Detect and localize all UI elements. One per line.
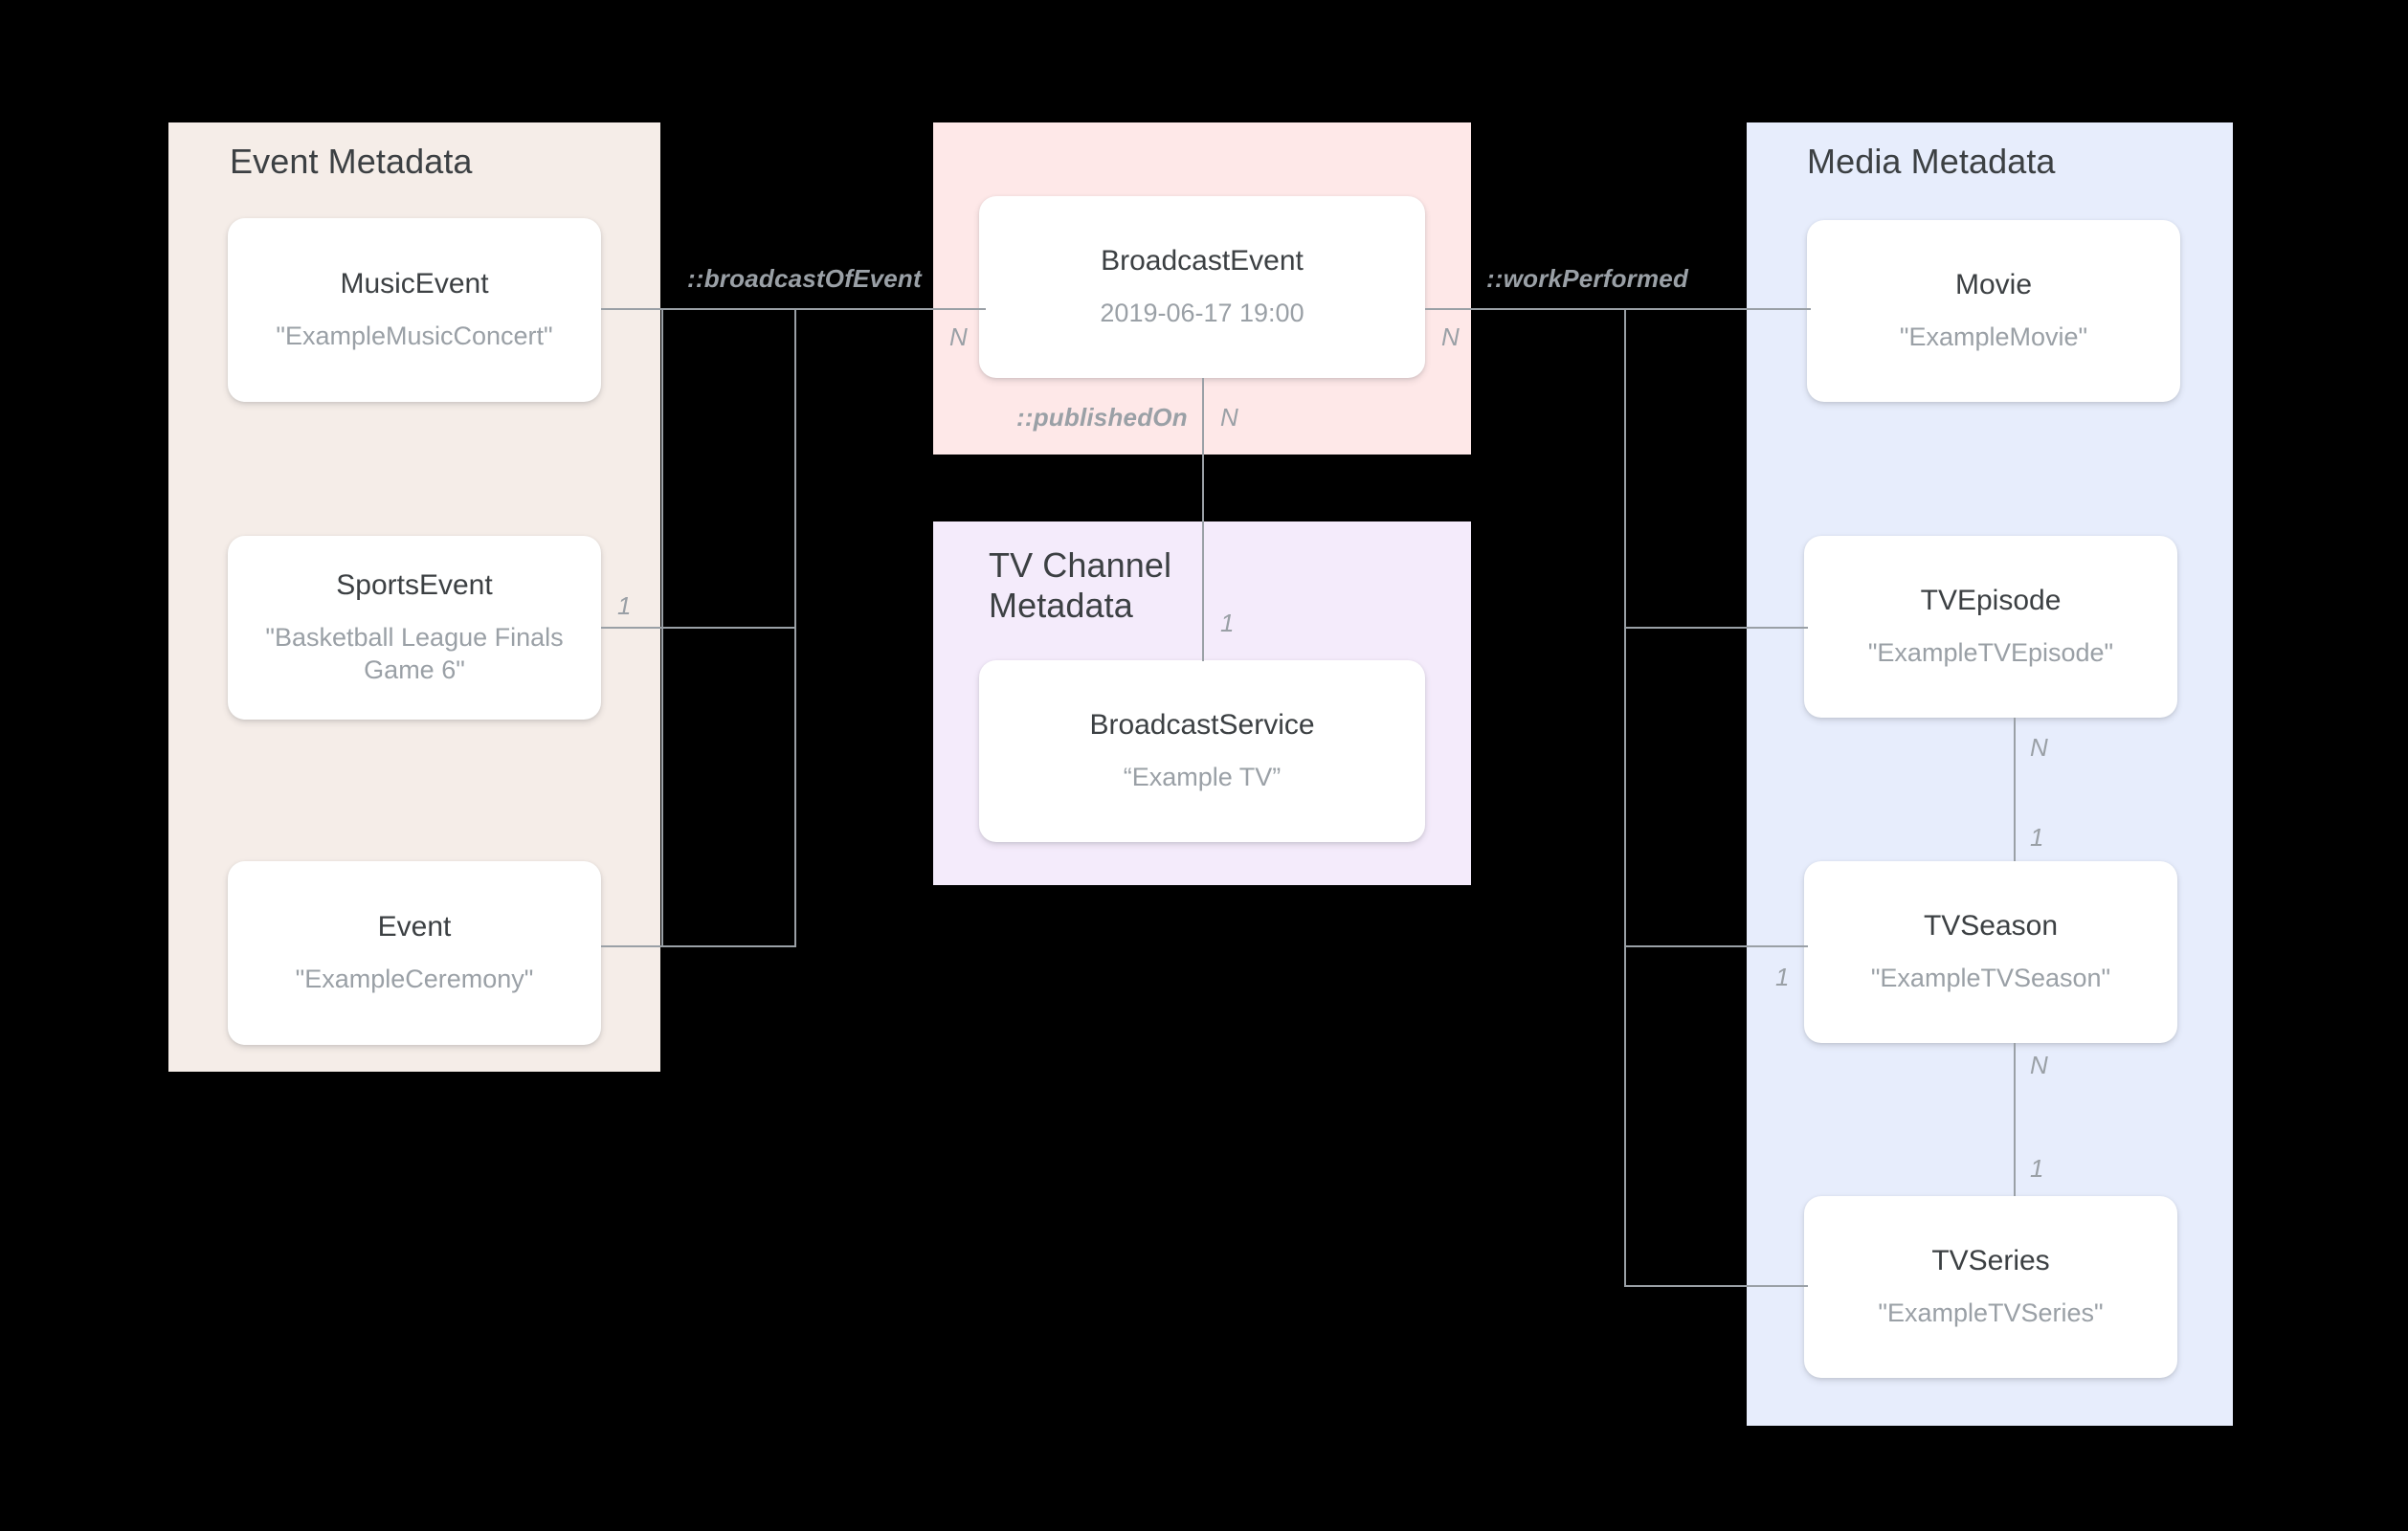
edge-broadcast-event-right-stub [1425, 308, 1626, 310]
edge-media-bus-vertical [1624, 308, 1626, 1285]
card-tv-series[interactable]: TVSeries "ExampleTVSeries" [1804, 1196, 2177, 1378]
card-title: Movie [1954, 269, 2033, 301]
card-value: "ExampleMovie" [1899, 322, 2088, 352]
edge-to-broadcast-event [794, 308, 986, 310]
card-value: "ExampleTVSeason" [1870, 964, 2111, 993]
edge-label-work-performed: ::workPerformed [1486, 264, 1689, 293]
edge-to-movie [1624, 308, 1811, 310]
edge-published-on-vertical [1202, 378, 1204, 661]
cardinality-tv-season-1: 1 [2030, 823, 2044, 852]
card-broadcast-event[interactable]: BroadcastEvent 2019-06-17 19:00 [979, 196, 1425, 378]
card-title: BroadcastService [1089, 709, 1315, 742]
card-title: Event [377, 911, 452, 943]
edge-label-broadcast-of-event: ::broadcastOfEvent [687, 264, 922, 293]
cardinality-broadcast-event-left: N [949, 322, 968, 351]
edge-label-published-on: ::publishedOn [1016, 403, 1188, 432]
card-title: TVEpisode [1920, 585, 2062, 617]
panel-title-tv-channel-metadata: TV Channel Metadata [989, 545, 1172, 626]
card-tv-episode[interactable]: TVEpisode "ExampleTVEpisode" [1804, 536, 2177, 718]
edge-event-bus-top-run [661, 308, 796, 310]
cardinality-broadcast-service: 1 [1220, 609, 1235, 637]
cardinality-tv-series-1: 1 [2030, 1154, 2044, 1183]
card-value: "ExampleCeremony" [295, 965, 534, 994]
card-title: TVSeries [1931, 1245, 2050, 1277]
panel-title-event-metadata: Event Metadata [230, 142, 473, 181]
edge-event-bus-mid-run [661, 627, 796, 629]
card-event[interactable]: Event "ExampleCeremony" [228, 861, 601, 1045]
edge-to-tv-season [1624, 945, 1808, 947]
card-value: “Example TV” [1123, 763, 1282, 792]
panel-title-media-metadata: Media Metadata [1807, 142, 2056, 181]
edge-event-riser-vertical [794, 308, 796, 947]
edge-event-bus-bottom-run [661, 945, 796, 947]
card-sports-event[interactable]: SportsEvent "Basketball League Finals Ga… [228, 536, 601, 720]
card-tv-season[interactable]: TVSeason "ExampleTVSeason" [1804, 861, 2177, 1043]
card-value: "Basketball League Finals Game 6" [265, 623, 564, 684]
edge-event-stub [601, 945, 663, 947]
card-title: TVSeason [1923, 910, 2059, 943]
cardinality-tv-season-left: 1 [1775, 963, 1790, 991]
card-value: "ExampleTVEpisode" [1867, 638, 2114, 668]
card-broadcast-service[interactable]: BroadcastService “Example TV” [979, 660, 1425, 842]
card-title: BroadcastEvent [1101, 245, 1304, 277]
cardinality-published-on-n: N [1220, 403, 1238, 432]
edge-music-event-stub [601, 308, 663, 310]
edge-tv-episode-to-tv-season [2014, 718, 2016, 861]
card-music-event[interactable]: MusicEvent "ExampleMusicConcert" [228, 218, 601, 402]
cardinality-tv-episode-n: N [2030, 733, 2048, 762]
card-value: 2019-06-17 19:00 [1100, 299, 1304, 328]
cardinality-broadcast-event-right: N [1441, 322, 1460, 351]
card-value: "ExampleTVSeries" [1878, 1298, 2104, 1328]
cardinality-tv-season-n: N [2030, 1051, 2048, 1079]
edge-to-tv-series [1624, 1285, 1808, 1287]
card-movie[interactable]: Movie "ExampleMovie" [1807, 220, 2180, 402]
card-title: SportsEvent [336, 569, 493, 602]
cardinality-sports-event: 1 [617, 591, 632, 620]
card-value: "ExampleMusicConcert" [276, 322, 553, 351]
edge-tv-season-to-tv-series [2014, 1043, 2016, 1196]
edge-to-tv-episode [1624, 627, 1808, 629]
card-title: MusicEvent [340, 268, 489, 300]
edge-sports-event-stub [601, 627, 663, 629]
